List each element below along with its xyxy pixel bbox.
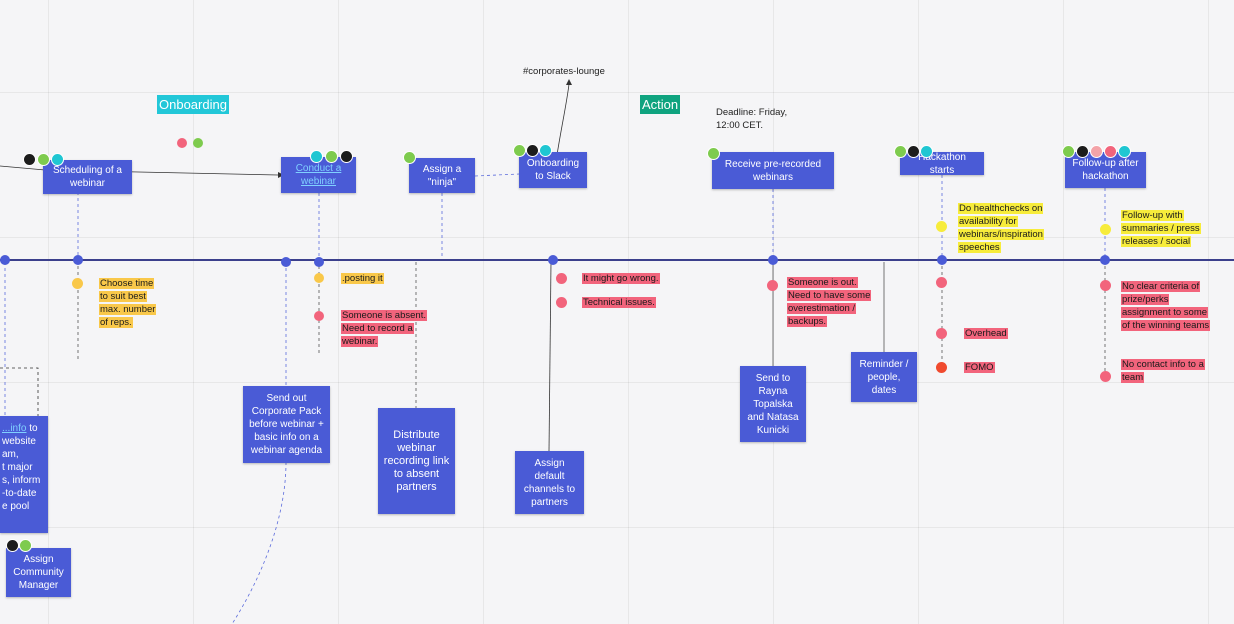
avatar[interactable] [340, 150, 353, 163]
avatar[interactable] [1104, 145, 1117, 158]
timeline-dot[interactable] [73, 255, 83, 265]
card-send-to-rayna[interactable]: Send to Rayna Topalska and Natasa Kunick… [740, 366, 806, 442]
channel-annotation[interactable]: #corporates-lounge [523, 66, 605, 77]
card-assign-manager[interactable]: Assign Community Manager [6, 548, 71, 597]
website-info-text: to website am, t major s, inform -to-dat… [2, 423, 41, 512]
timeline-dot[interactable] [937, 255, 947, 265]
card-distribute-link[interactable]: Distribute webinar recording link to abs… [378, 408, 455, 514]
avatar[interactable] [37, 153, 50, 166]
avatar[interactable] [539, 144, 552, 157]
status-dot-green[interactable] [193, 138, 203, 148]
avatar[interactable] [1090, 145, 1103, 158]
avatar[interactable] [1118, 145, 1131, 158]
avatar[interactable] [23, 153, 36, 166]
timeline-dot[interactable] [548, 255, 558, 265]
note-dot-red[interactable] [1100, 280, 1111, 291]
timeline-dot[interactable] [768, 255, 778, 265]
card-hackathon-starts[interactable]: Hackathon starts [900, 152, 984, 176]
note-dot-red[interactable] [556, 297, 567, 308]
card-onboarding-slack[interactable]: Onboarding to Slack [519, 152, 587, 188]
note-no-criteria[interactable]: No clear criteria of prize/perks assignm… [1121, 281, 1211, 331]
status-dot-red[interactable] [177, 138, 187, 148]
note-fomo[interactable]: FOMO [964, 362, 995, 373]
note-no-contact[interactable]: No contact info to a team [1121, 359, 1205, 383]
avatar[interactable] [1076, 145, 1089, 158]
avatar[interactable] [403, 151, 416, 164]
note-dot-red[interactable] [1100, 371, 1111, 382]
note-dot-yellow[interactable] [936, 221, 947, 232]
website-info-link[interactable]: ...info [2, 423, 27, 434]
note-might-go-wrong[interactable]: It might go wrong. [582, 273, 660, 284]
card-follow-up[interactable]: Follow-up after hackathon [1065, 152, 1146, 188]
note-someone-absent[interactable]: Someone is absent. Need to record a webi… [341, 310, 427, 347]
avatar[interactable] [707, 147, 720, 160]
action-label[interactable]: Action [640, 95, 681, 114]
arrow-head-lounge [566, 79, 572, 85]
timeline-dot[interactable] [314, 257, 324, 267]
timeline-dot[interactable] [1100, 255, 1110, 265]
conduct-webinar-link[interactable]: Conduct a webinar [295, 163, 342, 187]
avatar[interactable] [310, 150, 323, 163]
note-dot-red[interactable] [936, 328, 947, 339]
deadline-annotation[interactable]: Deadline: Friday, 12:00 CET. [716, 107, 788, 131]
card-receive-webinars[interactable]: Receive pre-recorded webinars [712, 152, 834, 189]
note-dot-red[interactable] [314, 311, 324, 321]
avatar[interactable] [920, 145, 933, 158]
avatar[interactable] [513, 144, 526, 157]
note-followup-summaries[interactable]: Follow-up with summaries / press release… [1121, 210, 1201, 247]
timeline-dot[interactable] [281, 257, 291, 267]
note-dot-red[interactable] [767, 280, 778, 291]
avatar[interactable] [51, 153, 64, 166]
note-posting[interactable]: .posting it [341, 273, 384, 284]
note-healthchecks[interactable]: Do healthchecks on availability for webi… [958, 203, 1044, 253]
avatar[interactable] [907, 145, 920, 158]
card-conduct-webinar[interactable]: Conduct a webinar [281, 157, 356, 193]
note-dot-red[interactable] [936, 362, 947, 373]
card-website-info[interactable]: ...info to website am, t major s, inform… [0, 416, 48, 533]
arrow-to-conduct-webinar [0, 165, 279, 176]
note-technical-issues[interactable]: Technical issues. [582, 297, 656, 308]
avatar[interactable] [526, 144, 539, 157]
note-dot-orange[interactable] [72, 278, 83, 289]
onboarding-label[interactable]: Onboarding [157, 95, 229, 114]
avatar[interactable] [1062, 145, 1075, 158]
note-dot-orange[interactable] [314, 273, 324, 283]
card-send-corporate-pack[interactable]: Send out Corporate Pack before webinar +… [243, 386, 330, 463]
card-assign-channels[interactable]: Assign default channels to partners [515, 451, 584, 514]
note-someone-out[interactable]: Someone is out. Need to have some overes… [787, 277, 872, 327]
note-dot-red[interactable] [556, 273, 567, 284]
avatar[interactable] [19, 539, 32, 552]
card-assign-ninja[interactable]: Assign a "ninja" [409, 158, 475, 193]
avatar[interactable] [894, 145, 907, 158]
note-dot-red[interactable] [936, 277, 947, 288]
timeline-dot[interactable] [0, 255, 10, 265]
note-choose-time[interactable]: Choose time to suit best max. number of … [99, 278, 157, 328]
note-overhead[interactable]: Overhead [964, 328, 1008, 339]
avatar[interactable] [325, 150, 338, 163]
card-reminder[interactable]: Reminder / people, dates [851, 352, 917, 402]
note-dot-yellow[interactable] [1100, 224, 1111, 235]
avatar[interactable] [6, 539, 19, 552]
